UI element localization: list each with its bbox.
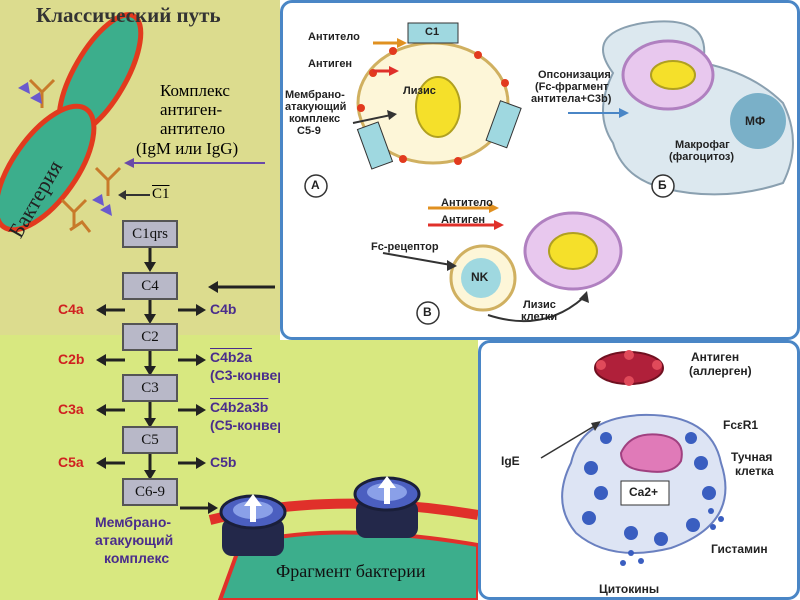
nk-label: NK — [471, 270, 489, 284]
cascade-box-c2: C2 — [122, 323, 178, 351]
mac-label-line1: Мембрано- — [95, 514, 172, 530]
macrophage-label-1: Макрофаг — [675, 139, 730, 151]
antibody-icons — [28, 78, 122, 233]
c1-molecule-icons — [18, 82, 112, 216]
cell-lysis-label-1: Лизис — [523, 299, 556, 311]
cytokines-label: Цитокины — [599, 582, 660, 596]
product-c3a: C3a — [58, 401, 84, 417]
histamine-label: Гистамин — [711, 542, 768, 556]
mac-label-a-4: C5-9 — [297, 125, 321, 137]
opsonization-label-1: Опсонизация — [538, 69, 611, 81]
complex-label-line2: антиген- — [160, 100, 223, 119]
c1-block-right — [485, 100, 522, 149]
ca-box — [620, 480, 670, 506]
product-c2b: C2b — [58, 351, 85, 367]
mast-cell-panel: Антиген (аллерген) IgE FcεR1 Тучная клет… — [478, 340, 800, 600]
mac-pore-icon-2 — [353, 476, 421, 538]
bacterial-fragment-label: Фрагмент бактерии — [276, 561, 426, 581]
product-c4a: C4a — [58, 301, 84, 317]
mast-cell-nucleus — [619, 433, 683, 473]
cascade-box-c3: C3 — [122, 374, 178, 402]
product-c5b: C5b — [210, 454, 237, 470]
opsonization-label-3: антитела+C3b) — [531, 93, 612, 105]
product-c5a: C5a — [58, 454, 84, 470]
antibody-label-v: Антитело — [441, 197, 493, 209]
panel-letter-b: Б — [658, 178, 667, 192]
antibody-label-a: Антитело — [308, 31, 360, 43]
complex-label-line3: антитело — [160, 119, 226, 138]
antigen-label-v: Антиген — [441, 214, 486, 226]
allergen-label-1: Антиген — [691, 350, 740, 364]
allergen-label-2: (аллерген) — [689, 364, 752, 378]
label-c3-convertase: (C3-конвертаза) — [210, 367, 280, 383]
nucleus-a — [415, 76, 461, 138]
cascade-box-c4: C4 — [122, 272, 178, 300]
product-c4b2a3b: C4b2a3b — [210, 399, 269, 415]
lysis-label-a: Лизис — [403, 85, 436, 97]
opsonization-label-2: (Fc-фрагмент — [535, 81, 609, 93]
mast-cell-label-2: клетка — [735, 464, 774, 478]
mac-pore-icon-1 — [219, 494, 287, 556]
complex-label-line4: (IgM или IgG) — [136, 139, 239, 158]
pathway-title: Классический путь — [36, 3, 221, 27]
complex-label-line1: Комплекс — [160, 81, 230, 100]
panel-letter-a: А — [311, 178, 320, 192]
mast-cell-label-1: Тучная — [731, 450, 773, 464]
classical-pathway-graphics — [0, 12, 275, 514]
nucleus-b — [650, 60, 696, 90]
mac-label-a-1: Мембрано- — [285, 89, 345, 101]
mf-label: МФ — [745, 114, 766, 128]
label-c5-convertase: (C5-конвертаза) — [210, 417, 280, 433]
antigen-label-a: Антиген — [308, 58, 353, 70]
macrophage-label-2: (фагоцитоз) — [669, 151, 735, 163]
mast-cell-graphics — [540, 350, 727, 566]
c1-block-left — [356, 121, 394, 170]
mac-label-line2: атакующий — [95, 532, 174, 548]
classical-pathway-panel: Классический путь Комплекс антиген- анти… — [0, 0, 280, 600]
panel-letter-v: В — [423, 305, 432, 319]
calcium-label: Ca2+ — [629, 485, 659, 499]
ige-label: IgE — [501, 454, 520, 468]
fcer1-label: FcεR1 — [723, 418, 759, 432]
mac-label-a-3: комплекс — [289, 113, 341, 125]
effector-graphics — [304, 20, 794, 325]
membrane-graphics — [208, 476, 478, 600]
c1-label-a: C1 — [425, 26, 440, 38]
nucleus-v — [548, 232, 598, 270]
product-c4b: C4b — [210, 301, 237, 317]
cascade-box-c1qrs: C1qrs — [122, 220, 178, 248]
cascade-box-c5: C5 — [122, 426, 178, 454]
cell-lysis-label-2: клетки — [521, 311, 558, 323]
effector-mechanisms-panel: Антитело Антиген Мембрано- атакующий ком… — [280, 0, 800, 340]
cascade-box-c6-9: C6-9 — [122, 478, 178, 506]
fc-receptor-label: Fc-рецептор — [371, 241, 439, 253]
nk-nucleus — [461, 258, 501, 298]
mac-label-a-2: атакующий — [285, 101, 347, 113]
product-c4b2a: C4b2a — [210, 349, 253, 365]
c1-label: C1 — [152, 186, 170, 202]
mac-label-line3: комплекс — [104, 550, 170, 566]
bacteria-cell-lower — [0, 103, 97, 233]
macrophage-nucleus — [730, 93, 786, 149]
c1-block-top — [407, 22, 459, 44]
